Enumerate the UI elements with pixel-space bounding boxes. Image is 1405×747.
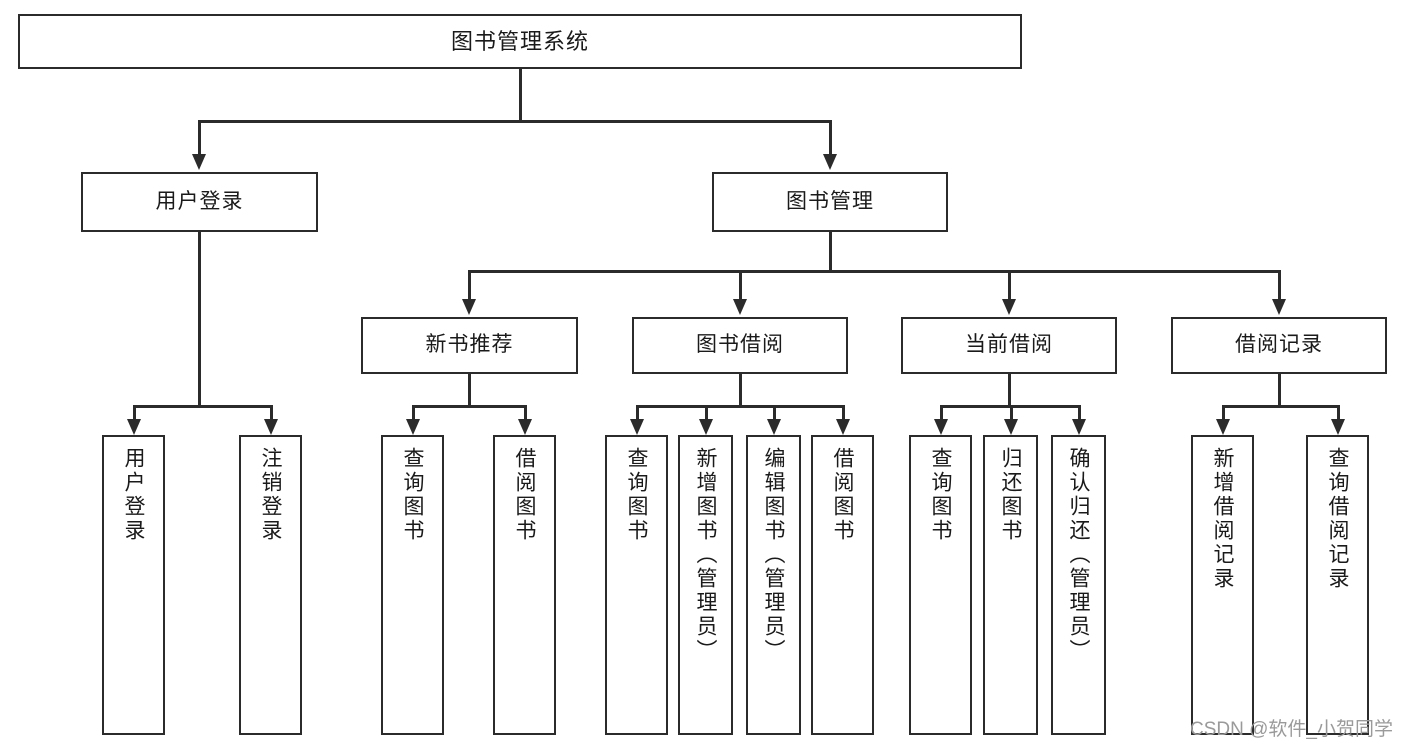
connector-drop-leaf-bb-1 <box>636 405 639 421</box>
arrowhead-leaf-br-1 <box>1216 419 1230 435</box>
node-label: 图书管理 <box>786 189 874 213</box>
leaf-br-query-record[interactable]: 查询借阅记录 <box>1306 435 1369 735</box>
arrowhead-leaf-bb-2 <box>699 419 713 435</box>
node-label: 注销登录 <box>259 447 282 543</box>
connector-drop-leaf-cb-3 <box>1078 405 1081 421</box>
connector-drop-leaf-nb-2 <box>524 405 527 421</box>
connector-drop-leaf-br-1 <box>1222 405 1225 421</box>
arrowhead-leaf-user-login-2 <box>264 419 278 435</box>
connector-drop-book-management <box>829 120 832 156</box>
connector-drop-leaf-cb-2 <box>1010 405 1013 421</box>
connector-drop-book-borrow <box>739 270 742 301</box>
node-label: 图书借阅 <box>696 333 784 357</box>
connector-borrow-record-stem <box>1278 374 1281 405</box>
node-label: 编辑图书（管理员） <box>762 447 785 663</box>
connector-drop-borrow-record <box>1278 270 1281 301</box>
leaf-nb-borrow-book[interactable]: 借阅图书 <box>493 435 556 735</box>
connector-drop-leaf-br-2 <box>1337 405 1340 421</box>
node-label: 查询图书 <box>625 447 648 543</box>
leaf-bb-add-book-admin[interactable]: 新增图书（管理员） <box>678 435 733 735</box>
node-root-book-management-system[interactable]: 图书管理系统 <box>18 14 1022 69</box>
node-label: 用户登录 <box>122 447 145 543</box>
connector-drop-leaf-bb-4 <box>842 405 845 421</box>
connector-new-book-stem <box>468 374 471 405</box>
connector-bus-borrow-record <box>1222 405 1339 408</box>
connector-drop-leaf-bb-2 <box>705 405 708 421</box>
arrowhead-new-book <box>462 299 476 315</box>
leaf-user-login[interactable]: 用户登录 <box>102 435 165 735</box>
connector-user-login-stem <box>198 232 201 405</box>
arrowhead-current-borrow <box>1002 299 1016 315</box>
node-label: 借阅图书 <box>831 447 854 543</box>
arrowhead-book-management <box>823 154 837 170</box>
connector-bus-level3 <box>468 270 1280 273</box>
connector-drop-user-login <box>198 120 201 156</box>
node-label: 借阅记录 <box>1235 333 1323 357</box>
leaf-nb-query-book[interactable]: 查询图书 <box>381 435 444 735</box>
node-label: 查询图书 <box>929 447 952 543</box>
leaf-cb-return-book[interactable]: 归还图书 <box>983 435 1038 735</box>
connector-drop-leaf-nb-1 <box>412 405 415 421</box>
node-current-borrow[interactable]: 当前借阅 <box>901 317 1117 374</box>
node-label: 新增借阅记录 <box>1211 447 1234 591</box>
arrowhead-leaf-cb-2 <box>1004 419 1018 435</box>
node-label: 确认归还（管理员） <box>1067 447 1090 663</box>
connector-drop-leaf-bb-3 <box>773 405 776 421</box>
node-label: 图书管理系统 <box>450 28 589 54</box>
connector-bus-book-borrow <box>636 405 844 408</box>
node-new-book-recommend[interactable]: 新书推荐 <box>361 317 578 374</box>
connector-bus-level1 <box>198 120 831 123</box>
arrowhead-leaf-bb-3 <box>767 419 781 435</box>
node-label: 新增图书（管理员） <box>694 447 717 663</box>
connector-book-management-stem <box>829 232 832 270</box>
node-label: 当前借阅 <box>965 333 1053 357</box>
connector-drop-leaf-cb-1 <box>940 405 943 421</box>
leaf-bb-edit-book-admin[interactable]: 编辑图书（管理员） <box>746 435 801 735</box>
leaf-bb-query-book[interactable]: 查询图书 <box>605 435 668 735</box>
leaf-cb-confirm-return-admin[interactable]: 确认归还（管理员） <box>1051 435 1106 735</box>
connector-bus-new-book <box>412 405 526 408</box>
connector-drop-leaf-user-login-1 <box>133 405 136 421</box>
node-label: 借阅图书 <box>513 447 536 543</box>
leaf-logout-login[interactable]: 注销登录 <box>239 435 302 735</box>
arrowhead-leaf-cb-1 <box>934 419 948 435</box>
leaf-bb-borrow-book[interactable]: 借阅图书 <box>811 435 874 735</box>
arrowhead-leaf-user-login-1 <box>127 419 141 435</box>
arrowhead-leaf-nb-2 <box>518 419 532 435</box>
arrowhead-user-login <box>192 154 206 170</box>
connector-current-borrow-stem <box>1008 374 1011 405</box>
node-label: 用户登录 <box>155 189 244 213</box>
arrowhead-book-borrow <box>733 299 747 315</box>
node-label: 新书推荐 <box>425 333 514 357</box>
leaf-cb-query-book[interactable]: 查询图书 <box>909 435 972 735</box>
arrowhead-leaf-br-2 <box>1331 419 1345 435</box>
node-label: 查询图书 <box>401 447 424 543</box>
connector-drop-leaf-user-login-2 <box>270 405 273 421</box>
node-label: 查询借阅记录 <box>1326 447 1349 591</box>
node-label: 归还图书 <box>999 447 1022 543</box>
arrowhead-borrow-record <box>1272 299 1286 315</box>
node-book-borrow[interactable]: 图书借阅 <box>632 317 848 374</box>
leaf-br-add-record[interactable]: 新增借阅记录 <box>1191 435 1254 735</box>
connector-root-stem <box>519 69 522 120</box>
arrowhead-leaf-nb-1 <box>406 419 420 435</box>
arrowhead-leaf-bb-1 <box>630 419 644 435</box>
node-borrow-record[interactable]: 借阅记录 <box>1171 317 1387 374</box>
connector-drop-new-book <box>468 270 471 301</box>
connector-bus-user-login <box>133 405 271 408</box>
connector-drop-current-borrow <box>1008 270 1011 301</box>
connector-book-borrow-stem <box>739 374 742 405</box>
node-user-login[interactable]: 用户登录 <box>81 172 318 232</box>
node-book-management[interactable]: 图书管理 <box>712 172 948 232</box>
arrowhead-leaf-bb-4 <box>836 419 850 435</box>
arrowhead-leaf-cb-3 <box>1072 419 1086 435</box>
